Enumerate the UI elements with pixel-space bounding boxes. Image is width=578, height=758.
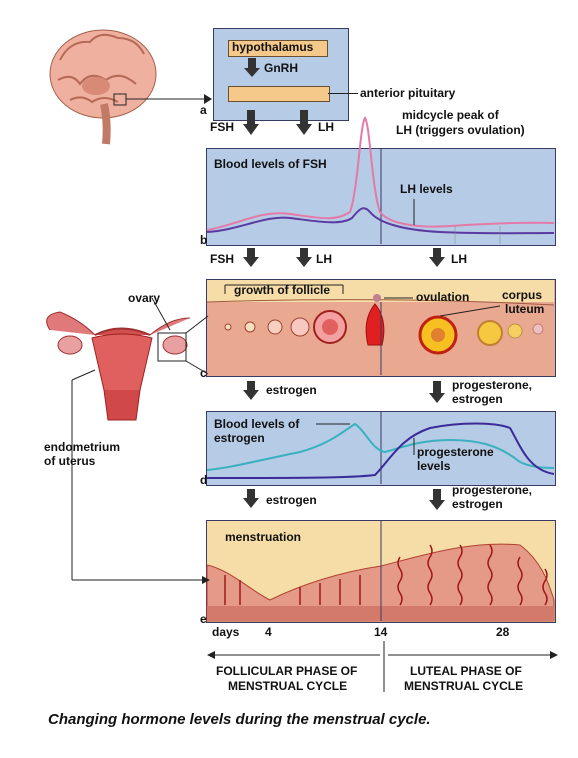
corpus-luteum-label-1: corpus [502, 288, 543, 302]
progesterone-levels-label-2: levels [417, 459, 451, 473]
progesterone-levels-label-1: progesterone [417, 445, 494, 459]
endometrium-label-2: of uterus [44, 454, 96, 468]
progesterone-arrow-2-icon [429, 500, 445, 510]
pituitary-leader [328, 93, 358, 94]
progesterone-label-2: progesterone, [452, 483, 533, 497]
estrogen-arrow-1-shaft [247, 381, 255, 390]
gnrh-arrow-icon [244, 68, 260, 77]
panel-letter-b: b [200, 233, 208, 247]
anterior-pituitary-label: anterior pituitary [360, 86, 456, 100]
estrogen-label-1b: estrogen [452, 392, 503, 406]
figure-caption: Changing hormone levels during the menst… [48, 711, 431, 728]
growth-of-follicle-label: growth of follicle [234, 283, 330, 297]
midcycle-label-2: LH (triggers ovulation) [396, 123, 525, 137]
progesterone-arrow-2-shaft [433, 489, 441, 500]
hypothalamus-box [228, 40, 328, 57]
lh-arrow-1-icon [296, 124, 312, 135]
gnrh-arrow-shaft [248, 58, 256, 68]
lh-label-2: LH [316, 252, 332, 266]
fsh-label-2: FSH [210, 252, 234, 266]
progesterone-label-1: progesterone, [452, 378, 533, 392]
progesterone-curve [206, 422, 555, 479]
day-14-label: 14 [374, 625, 388, 639]
ovary-label: ovary [128, 291, 161, 305]
lh-curve [206, 116, 555, 231]
estrogen-label-1: estrogen [266, 383, 317, 397]
fsh-arrow-1-shaft [247, 110, 255, 124]
days-label: days [212, 625, 240, 639]
estrogen-label-2b: estrogen [452, 497, 503, 511]
progesterone-arrow-1-icon [429, 393, 445, 403]
lh-arrow-3-shaft [433, 248, 441, 257]
brain-to-panel-arrow [204, 94, 212, 104]
gnrh-label: GnRH [264, 61, 298, 75]
corpus-luteum-label-2: luteum [505, 302, 545, 316]
estrogen-arrow-2-shaft [247, 489, 255, 498]
lh-arrow-1-shaft [300, 110, 308, 124]
ovulation-label: ovulation [416, 290, 470, 304]
estrogen-arrow-1-icon [243, 390, 259, 400]
follicular-phase-label-2: MENSTRUAL CYCLE [228, 679, 348, 693]
panel-letter-d: d [200, 473, 208, 487]
day-4-label: 4 [265, 625, 272, 639]
hypothalamus-label: hypothalamus [232, 40, 314, 54]
fsh-label-1: FSH [210, 120, 234, 134]
panel-letter-e: e [200, 612, 207, 626]
panel-letter-a: a [200, 103, 207, 117]
menstruation-label: menstruation [225, 530, 302, 544]
follicular-phase-label-1: FOLLICULAR PHASE OF [216, 664, 358, 678]
fsh-arrow-2-shaft [247, 248, 255, 257]
anterior-pituitary-box [228, 86, 330, 102]
midcycle-label-1: midcycle peak of [402, 108, 499, 122]
fsh-arrow-1-icon [243, 124, 259, 135]
day-28-label: 28 [496, 625, 510, 639]
lh-levels-label: LH levels [400, 182, 453, 196]
fsh-arrow-2-icon [243, 257, 259, 267]
panel-d-title-2: estrogen [214, 431, 265, 445]
panel-d-title-1: Blood levels of [214, 417, 300, 431]
fsh-curve [206, 207, 555, 235]
lh-arrow-2-icon [296, 257, 312, 267]
estrogen-arrow-2-icon [243, 498, 259, 508]
panel-b-title: Blood levels of FSH [214, 157, 327, 171]
luteal-phase-label-1: LUTEAL PHASE OF [410, 664, 522, 678]
lh-label-1: LH [318, 120, 334, 134]
progesterone-arrow-1-shaft [433, 381, 441, 393]
luteal-phase-label-2: MENSTRUAL CYCLE [404, 679, 524, 693]
endometrium-label-1: endometrium [44, 440, 121, 454]
lh-label-3: LH [451, 252, 467, 266]
panel-letter-c: c [200, 366, 207, 380]
estrogen-label-2: estrogen [266, 493, 317, 507]
lh-arrow-2-shaft [300, 248, 308, 257]
estrogen-curve [206, 422, 555, 471]
lh-arrow-3-icon [429, 257, 445, 267]
